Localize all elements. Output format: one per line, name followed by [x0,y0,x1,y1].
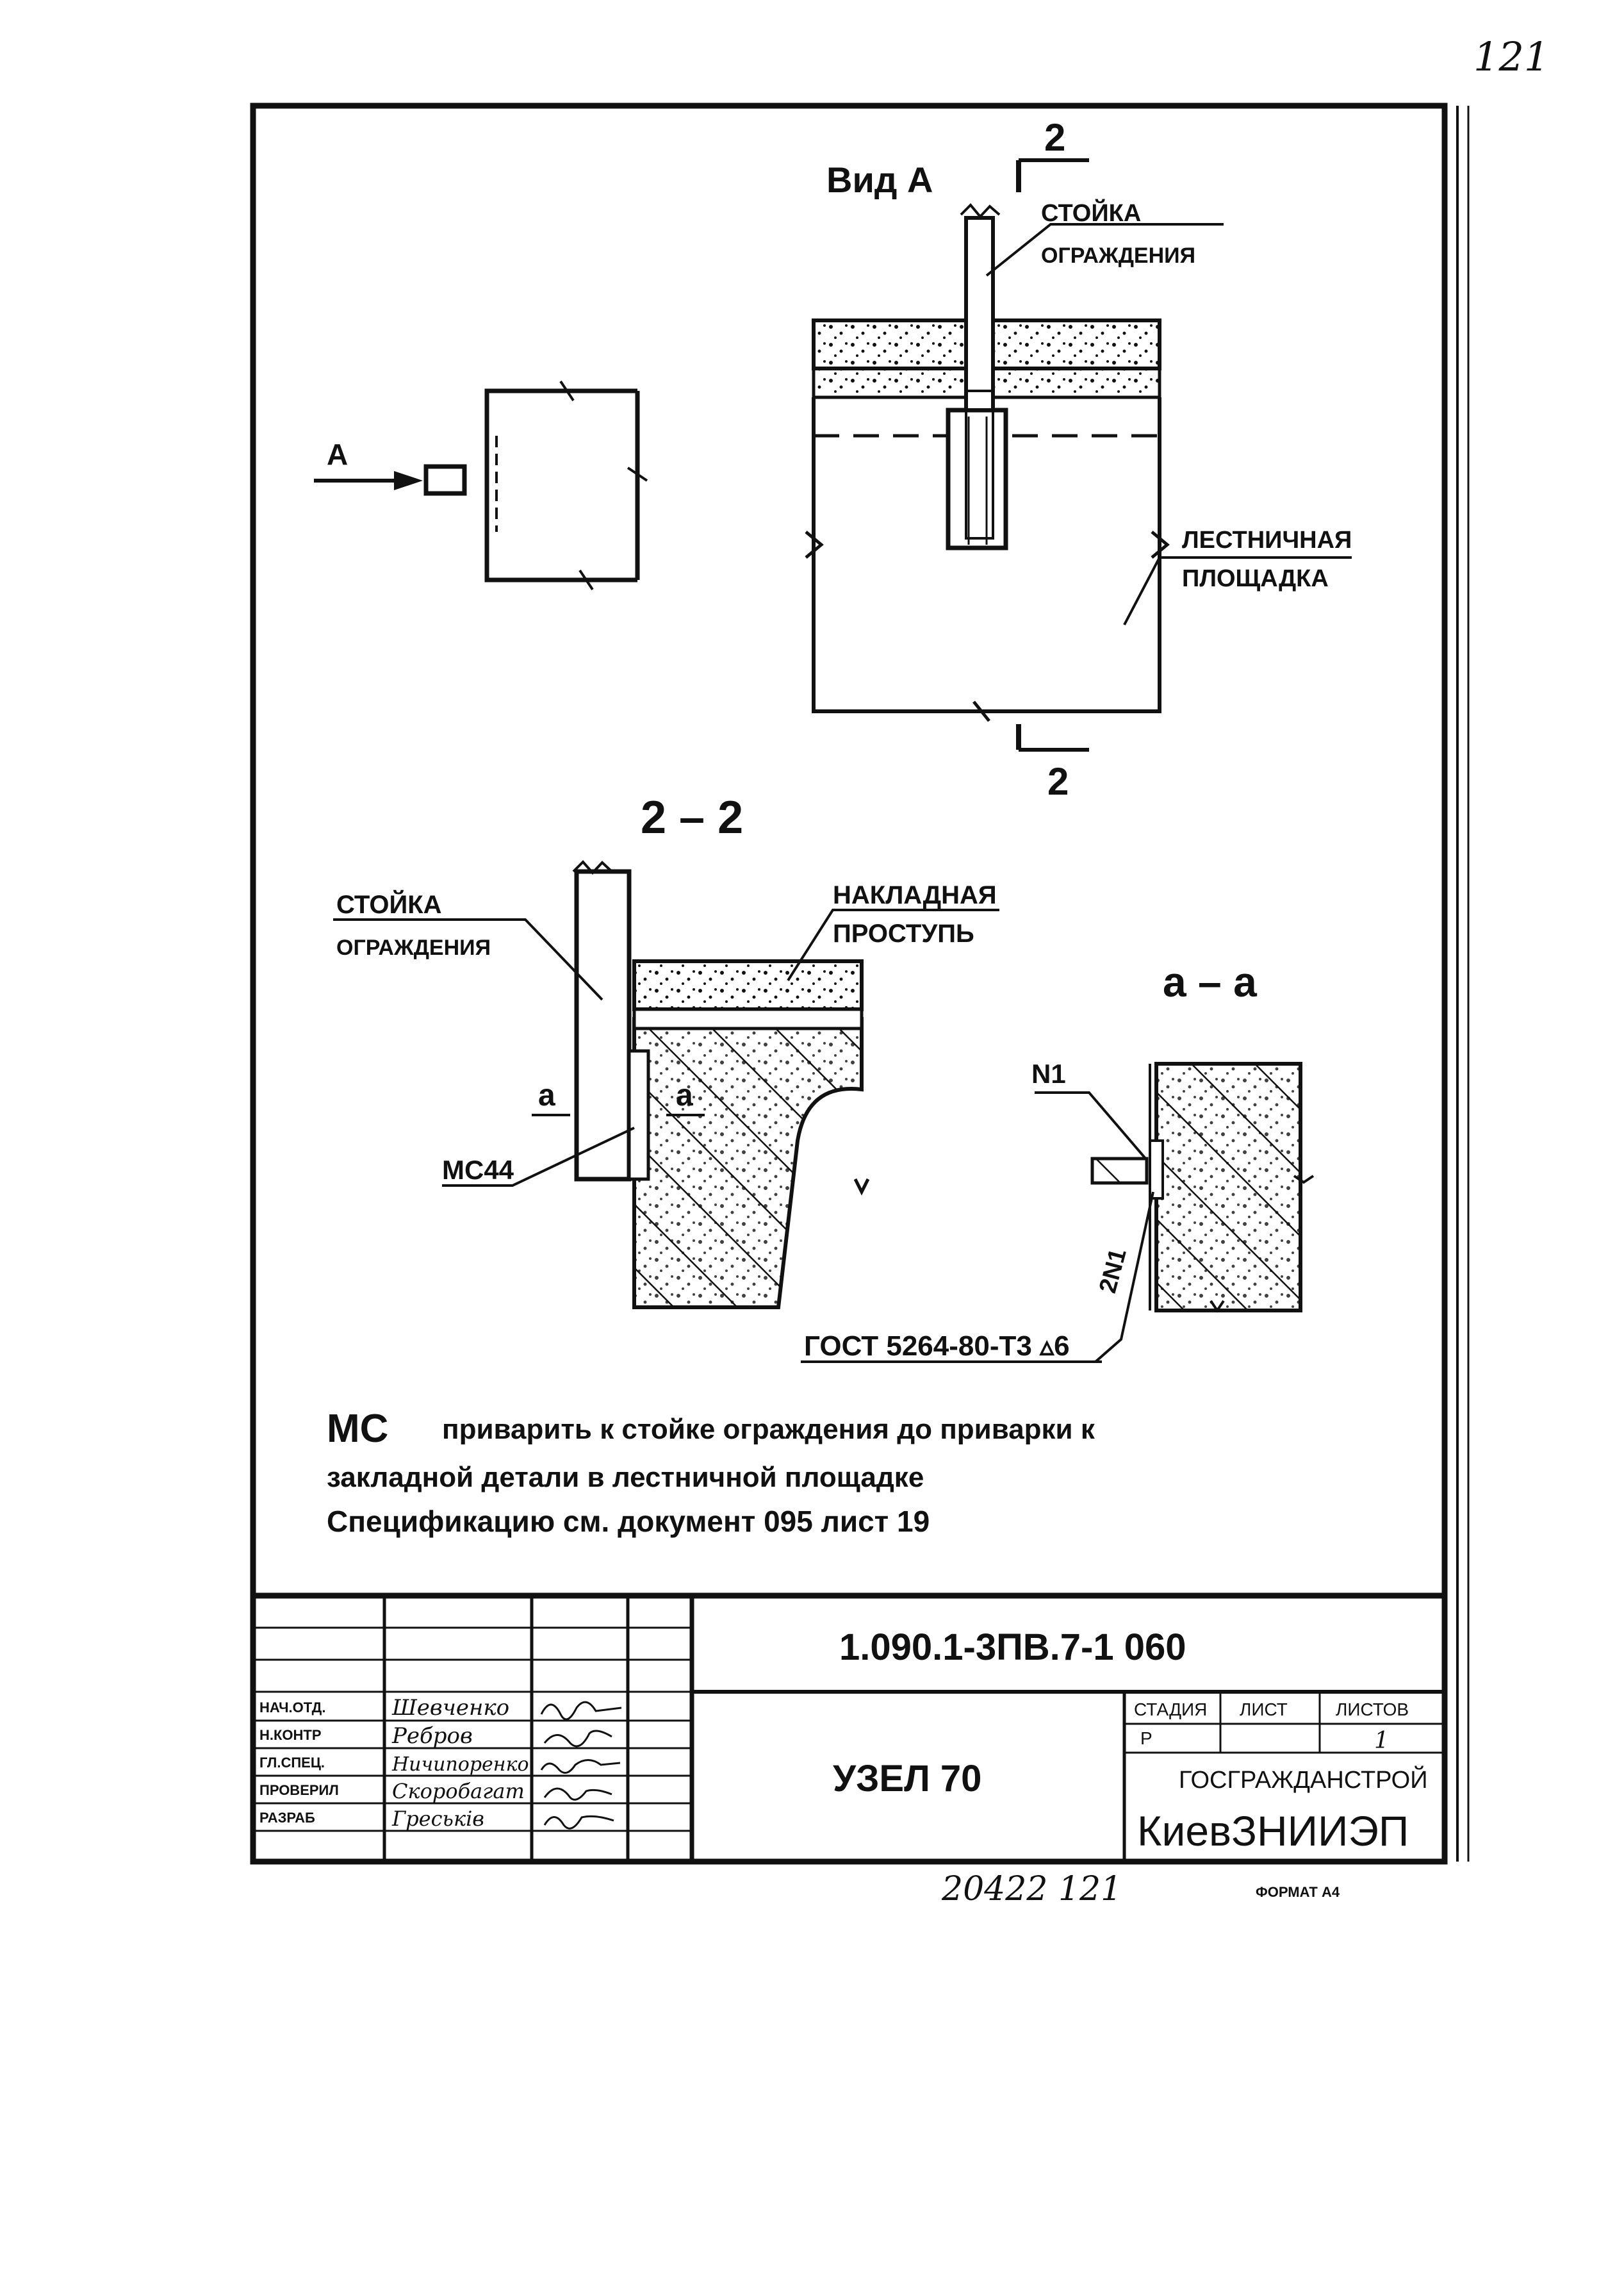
name-0: Шевченко [391,1695,509,1721]
section-2-2-tread-label-line2: ПРОСТУПЬ [833,920,974,948]
section-a-a-weld-label: 2N1 [1094,1246,1132,1296]
sheets-header: ЛИСТОВ [1336,1699,1409,1719]
section-2-2-cut-a-left: а [538,1079,555,1112]
doc-code: 1.090.1-3ПВ.7-1 060 [839,1626,1186,1668]
section-2-2-post-label-line1: СТОЙКА [336,889,442,919]
signatures [540,1701,622,1830]
role-2: ГЛ.СПЕЦ. [259,1755,325,1771]
note-line-2: закладной детали в лестничной площадке [327,1462,924,1493]
view-a-landing-label-line1: ЛЕСТНИЧНАЯ [1182,527,1352,554]
title-block [253,1592,1445,1862]
view-a-title: Вид А [826,160,933,200]
section-2-2 [333,860,999,1309]
note-line-1-prefix: МС [327,1407,388,1451]
page-number: 121 [1473,33,1549,80]
section-2-2-tread-label-line1: НАКЛАДНАЯ [833,881,997,909]
org-line-2: КиевЗНИИЭП [1137,1807,1409,1855]
org-line-1: ГОСГРАЖДАНСТРОЙ [1179,1765,1428,1794]
role-3: ПРОВЕРИЛ [259,1782,339,1798]
key-plan [314,380,648,591]
sheet-frame [250,103,1470,1865]
view-a-cut-mark-top: 2 [1044,116,1065,159]
section-2-2-cut-a-right: а [676,1079,693,1112]
section-2-2-part-label: МС44 [442,1155,514,1185]
role-4: РАЗРАБ [259,1810,315,1826]
view-a-cut-mark-bottom: 2 [1047,760,1069,803]
section-a-a [801,1062,1315,1363]
key-plan-arrow-label: А [327,438,348,471]
inventory-number: 20422 121 [941,1870,1122,1908]
stage-header: СТАДИЯ [1134,1699,1207,1719]
section-a-a-title: а – а [1163,958,1258,1005]
section-2-2-title: 2 – 2 [641,792,743,843]
sheet-header: ЛИСТ [1240,1699,1288,1719]
section-a-a-weld-spec: ГОСТ 5264-80-Т3 ▵6 [804,1330,1070,1362]
section-a-a-part-label: N1 [1031,1059,1066,1089]
note-line-3: Спецификацию см. документ 095 лист 19 [327,1505,930,1538]
view-a [805,158,1352,752]
sheets-value: 1 [1374,1728,1389,1754]
note-line-1: приварить к стойке ограждения до приварк… [442,1414,1095,1445]
drawing-title: УЗЕЛ 70 [833,1758,981,1799]
section-2-2-post-label-line2: ОГРАЖДЕНИЯ [336,936,491,960]
view-a-post-label-line1: СТОЙКА [1041,198,1141,227]
view-a-landing-label-line2: ПЛОЩАДКА [1182,565,1329,592]
view-a-post-label-line2: ОГРАЖДЕНИЯ [1041,244,1195,268]
format-label: ФОРМАТ А4 [1256,1884,1340,1900]
name-3: Скоробагат [392,1779,525,1803]
name-1: Ребров [391,1723,473,1749]
stage-value: Р [1140,1728,1152,1748]
role-1: Н.КОНТР [259,1727,322,1743]
name-2: Ничипоренко [391,1753,529,1776]
name-4: Греськів [391,1806,484,1831]
role-0: НАЧ.ОТД. [259,1699,325,1715]
